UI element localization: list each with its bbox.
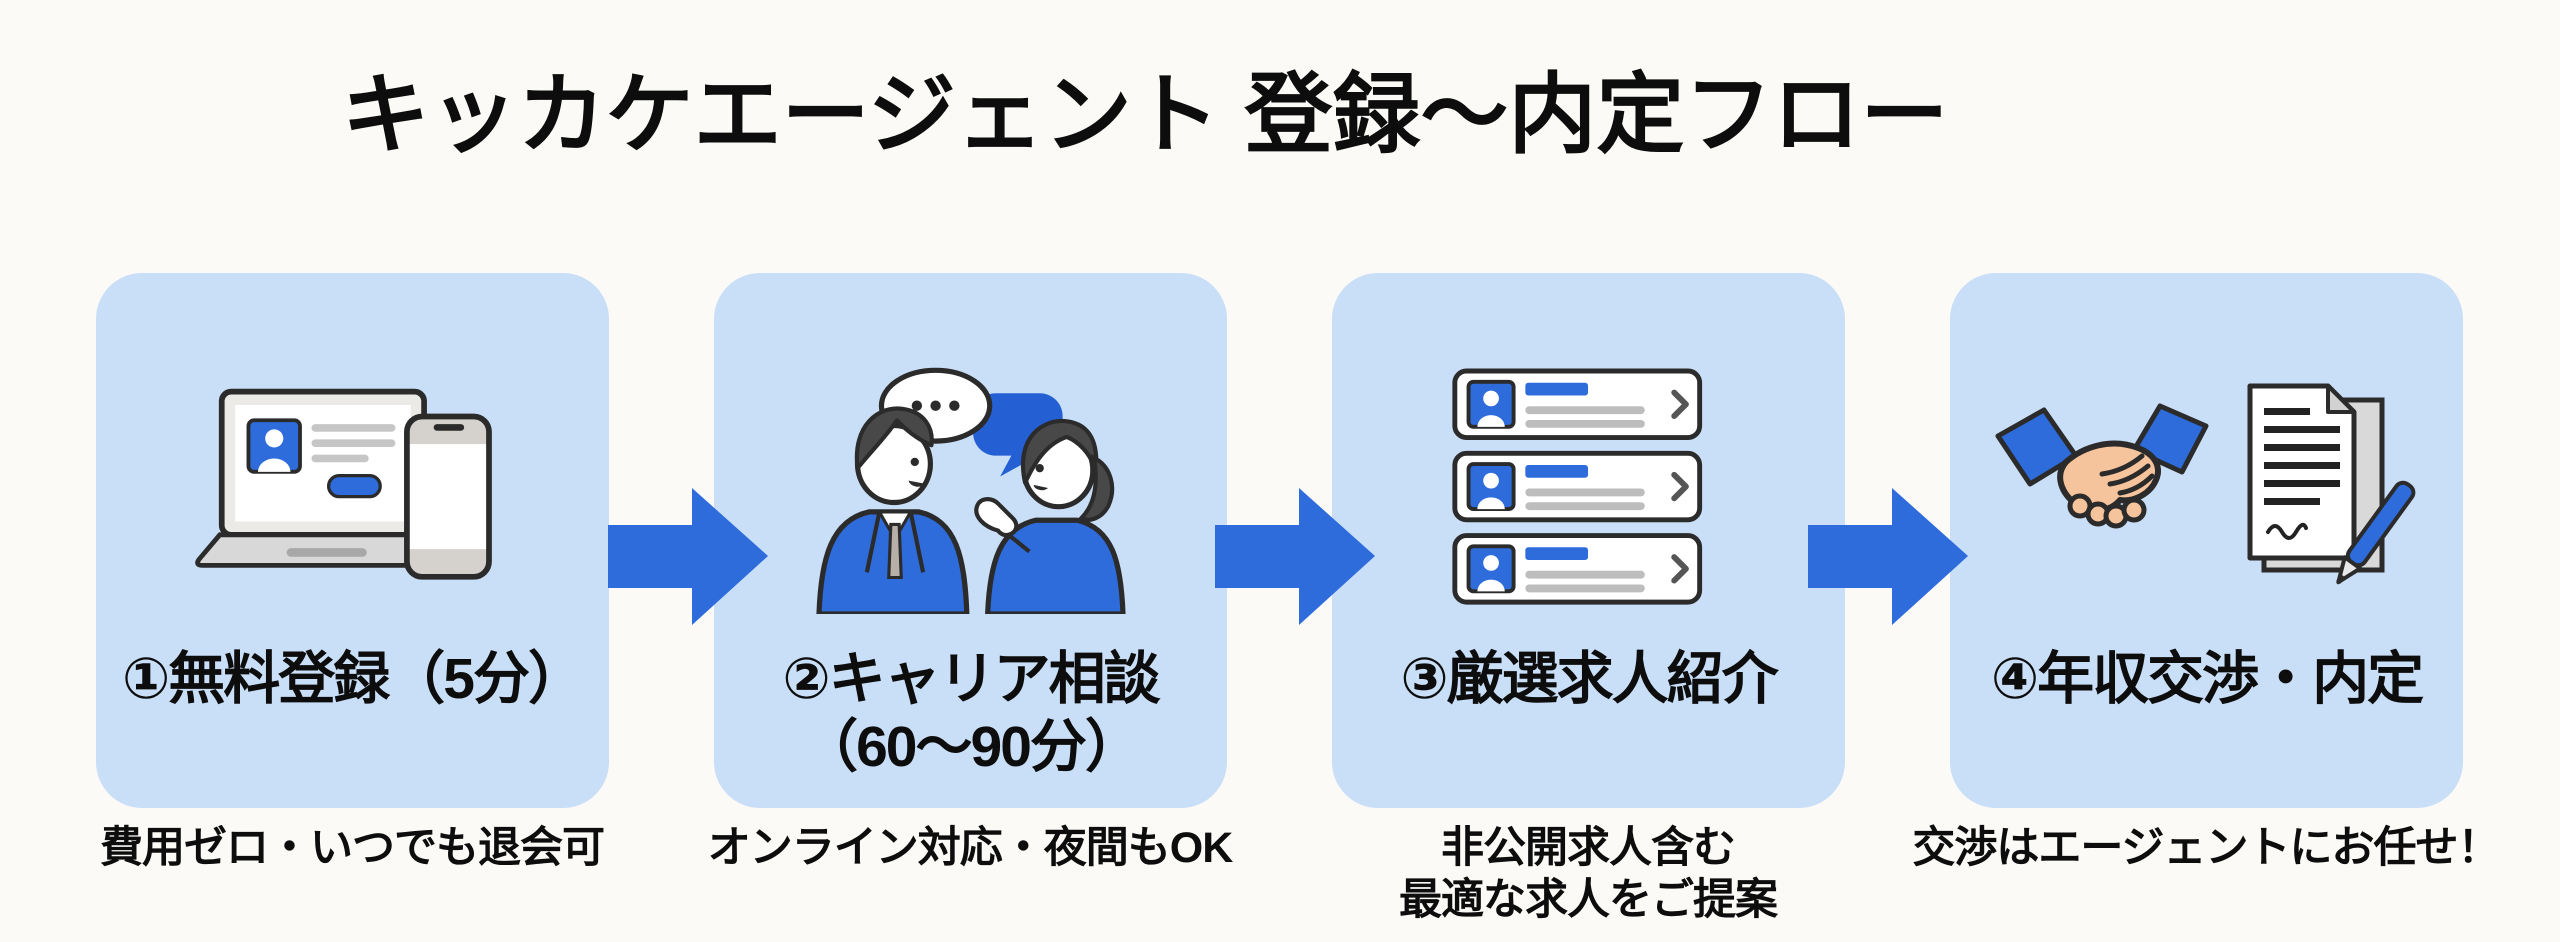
step-3-card: ③厳選求人紹介 bbox=[1332, 273, 1845, 808]
laptop-phone-illustration bbox=[96, 357, 609, 621]
step-1-label: ①無料登録（5分） bbox=[46, 645, 659, 713]
handshake-contract-illustration bbox=[1950, 357, 2463, 621]
step-2-label-line2: （60～90分） bbox=[801, 715, 1142, 780]
step-4-label-line: ④年収交渉・内定 bbox=[1990, 647, 2424, 711]
step-4-label: ④年収交渉・内定 bbox=[1900, 645, 2513, 713]
step-2-caption: オンライン対応・夜間もOK bbox=[660, 822, 1280, 874]
step-1-card: ①無料登録（5分） bbox=[96, 273, 609, 808]
step-3-label-line: ③厳選求人紹介 bbox=[1400, 647, 1778, 711]
page-title: キッカケエージェント 登録～内定フロー bbox=[341, 65, 1949, 164]
two-people-talking-illustration bbox=[714, 357, 1227, 621]
step-3-caption: 非公開求人含む 最適な求人をご提案 bbox=[1278, 822, 1898, 927]
flow-arrow-2 block-arrow-right-icon bbox=[1215, 488, 1375, 625]
step-1-label-line: ①無料登録（5分） bbox=[122, 647, 585, 711]
step-2-label-line1: ②キャリア相談 bbox=[782, 647, 1160, 711]
step-4-caption-line: 交渉はエージェントにお任せ！ bbox=[1912, 824, 2500, 872]
two-people-talking-icon bbox=[815, 367, 1126, 614]
laptop-phone-icon bbox=[195, 388, 492, 580]
step-2-caption-line: オンライン対応・夜間もOK bbox=[707, 824, 1234, 872]
step-1-caption: 費用ゼロ・いつでも退会可 bbox=[42, 822, 662, 874]
flow-arrow-3 block-arrow-right-icon bbox=[1808, 488, 1968, 625]
step-4-caption: 交渉はエージェントにお任せ！ bbox=[1896, 822, 2516, 874]
step-2-label: ②キャリア相談 （60～90分） bbox=[664, 645, 1277, 782]
flow-arrow-1 block-arrow-right-icon bbox=[608, 488, 768, 625]
step-3-caption-line1: 非公開求人含む bbox=[1441, 824, 1736, 872]
job-card-list-illustration bbox=[1332, 357, 1845, 621]
handshake-contract-icon bbox=[1995, 383, 2415, 585]
step-3-caption-line2: 最適な求人をご提案 bbox=[1399, 876, 1778, 925]
job-card-list-icon bbox=[1451, 368, 1702, 605]
step-4-card: ④年収交渉・内定 bbox=[1950, 273, 2463, 808]
step-1-caption-line: 費用ゼロ・いつでも退会可 bbox=[100, 824, 605, 872]
step-2-card: ②キャリア相談 （60～90分） bbox=[714, 273, 1227, 808]
step-3-label: ③厳選求人紹介 bbox=[1282, 645, 1895, 713]
